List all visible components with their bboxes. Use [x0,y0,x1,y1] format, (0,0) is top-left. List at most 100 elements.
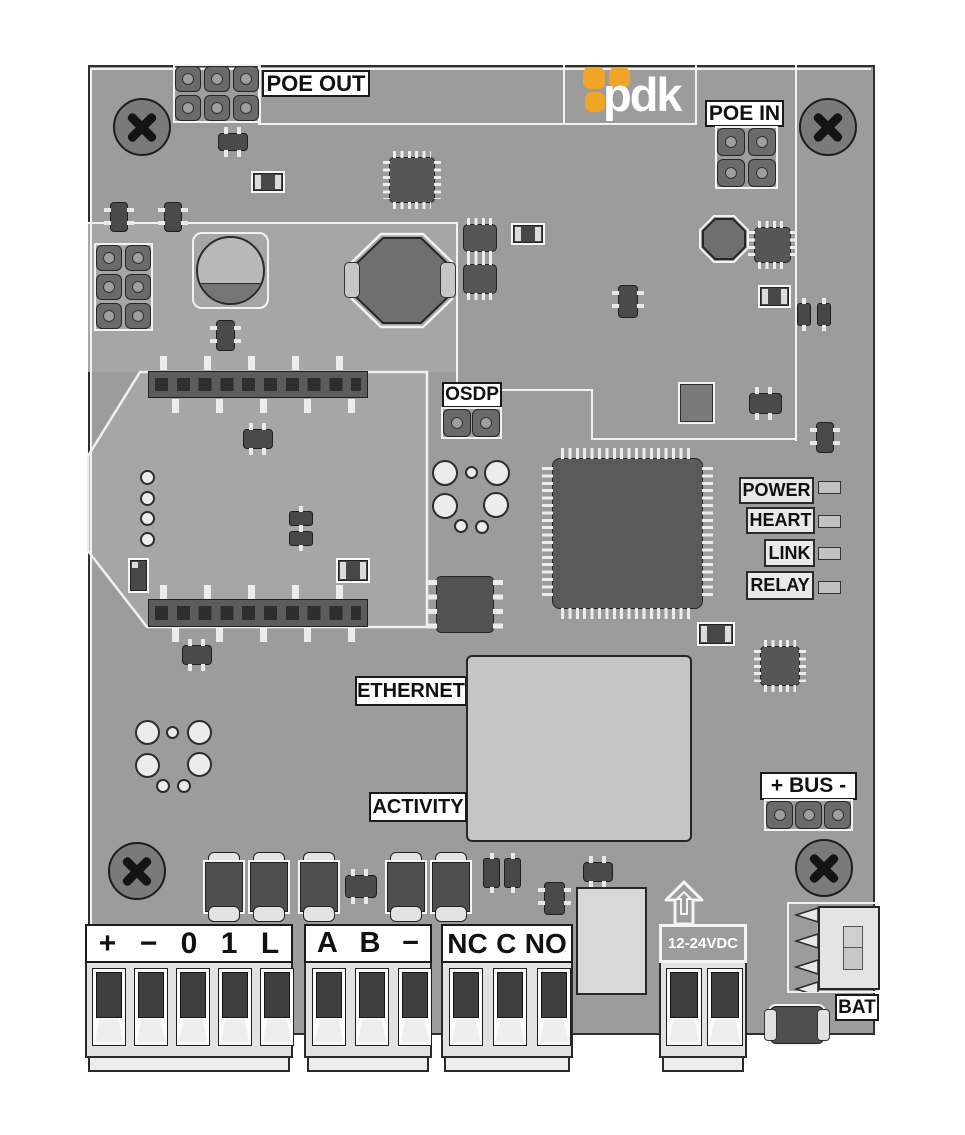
silk-trace [591,438,797,440]
pin [125,274,151,300]
transistor [612,285,644,318]
poe-out-header [175,66,259,121]
terminal [666,968,702,1046]
terminal-label: B [359,927,381,959]
resistor [338,560,368,581]
status-led-label-relay: RELAY [746,571,814,600]
header-legs [160,585,360,599]
terminal-body [441,963,573,1058]
bus-header [766,801,851,829]
status-led-label-heart: HEART [746,507,815,534]
capacitor-outline [192,232,269,309]
resistor [513,225,543,243]
module-header-bottom [148,599,368,627]
power-arrow-icon [664,880,704,926]
pin [96,303,122,329]
relay-component [576,887,647,995]
inductor-small [699,215,749,263]
electrolytic-capacitor [196,236,265,305]
brand-logo-square [609,67,630,88]
terminal [355,968,389,1046]
pin [717,128,745,156]
bat-label: BAT [835,994,879,1021]
transistor [218,127,248,157]
via [156,779,170,793]
silk-trace [563,65,565,125]
terminal-label: + [98,926,117,960]
silk-trace [501,389,593,391]
osdp-header [443,409,500,437]
pin [443,409,471,437]
via [432,493,458,519]
pin [766,801,793,829]
silk-trace [456,222,458,385]
transistor [104,202,134,232]
pin [717,159,745,187]
terminal-labels: + − 0 1 L [85,924,293,963]
diode [205,852,243,922]
terminal-body [304,963,432,1058]
silk-trace [695,65,697,125]
activity-label: ACTIVITY [369,792,467,822]
status-led-label-link: LINK [764,539,815,567]
terminal-body [659,963,747,1058]
terminal-block-relay: NC C NO [441,924,573,1072]
bat-switch [843,926,863,948]
capacitor [483,853,500,893]
terminal-foot [307,1058,429,1072]
silk-trace [258,123,697,125]
via [432,460,458,486]
header-legs [172,399,372,413]
inductor-pad [344,262,360,298]
transistor [210,320,241,351]
diode [387,852,425,922]
via [135,720,160,745]
pin [204,66,230,92]
capacitor [289,506,313,531]
pin [175,95,201,121]
transistor [243,423,273,455]
main-mcu-chip [542,448,713,619]
silk-trace [591,389,593,440]
power-led [818,481,841,494]
terminal [449,968,483,1046]
terminal [398,968,432,1046]
relay-led [818,581,841,594]
terminal [92,968,126,1046]
heart-led [818,515,841,528]
pin [748,159,776,187]
terminal [260,968,294,1046]
crystal [680,384,713,422]
transistor [538,882,571,915]
screw-icon [108,842,166,900]
header-legs [160,356,360,370]
terminal-label: − [139,926,158,960]
terminal [134,968,168,1046]
capacitor [817,298,831,331]
terminal-label: 0 [180,926,198,960]
ic-chip [383,151,441,209]
header-legs [172,628,372,642]
module-header-top [148,371,368,398]
via [140,470,155,485]
transistor [749,387,782,420]
screw-icon [799,98,857,156]
diode [432,852,470,922]
transistor [182,639,212,671]
ic-chip [427,576,503,633]
pin [748,128,776,156]
poe-in-label: POE IN [705,100,784,127]
screw-icon [113,98,171,156]
pin [795,801,822,829]
transistor [810,422,840,453]
terminal-foot [444,1058,570,1072]
diode [250,852,288,922]
pin [96,274,122,300]
resistor [760,287,789,306]
battery-capacitor [764,1002,830,1048]
ethernet-label: ETHERNET [355,676,467,706]
terminal-labels: A B − [304,924,432,963]
terminal [493,968,527,1046]
via [454,519,468,533]
terminal-block-data: A B − [304,924,432,1072]
